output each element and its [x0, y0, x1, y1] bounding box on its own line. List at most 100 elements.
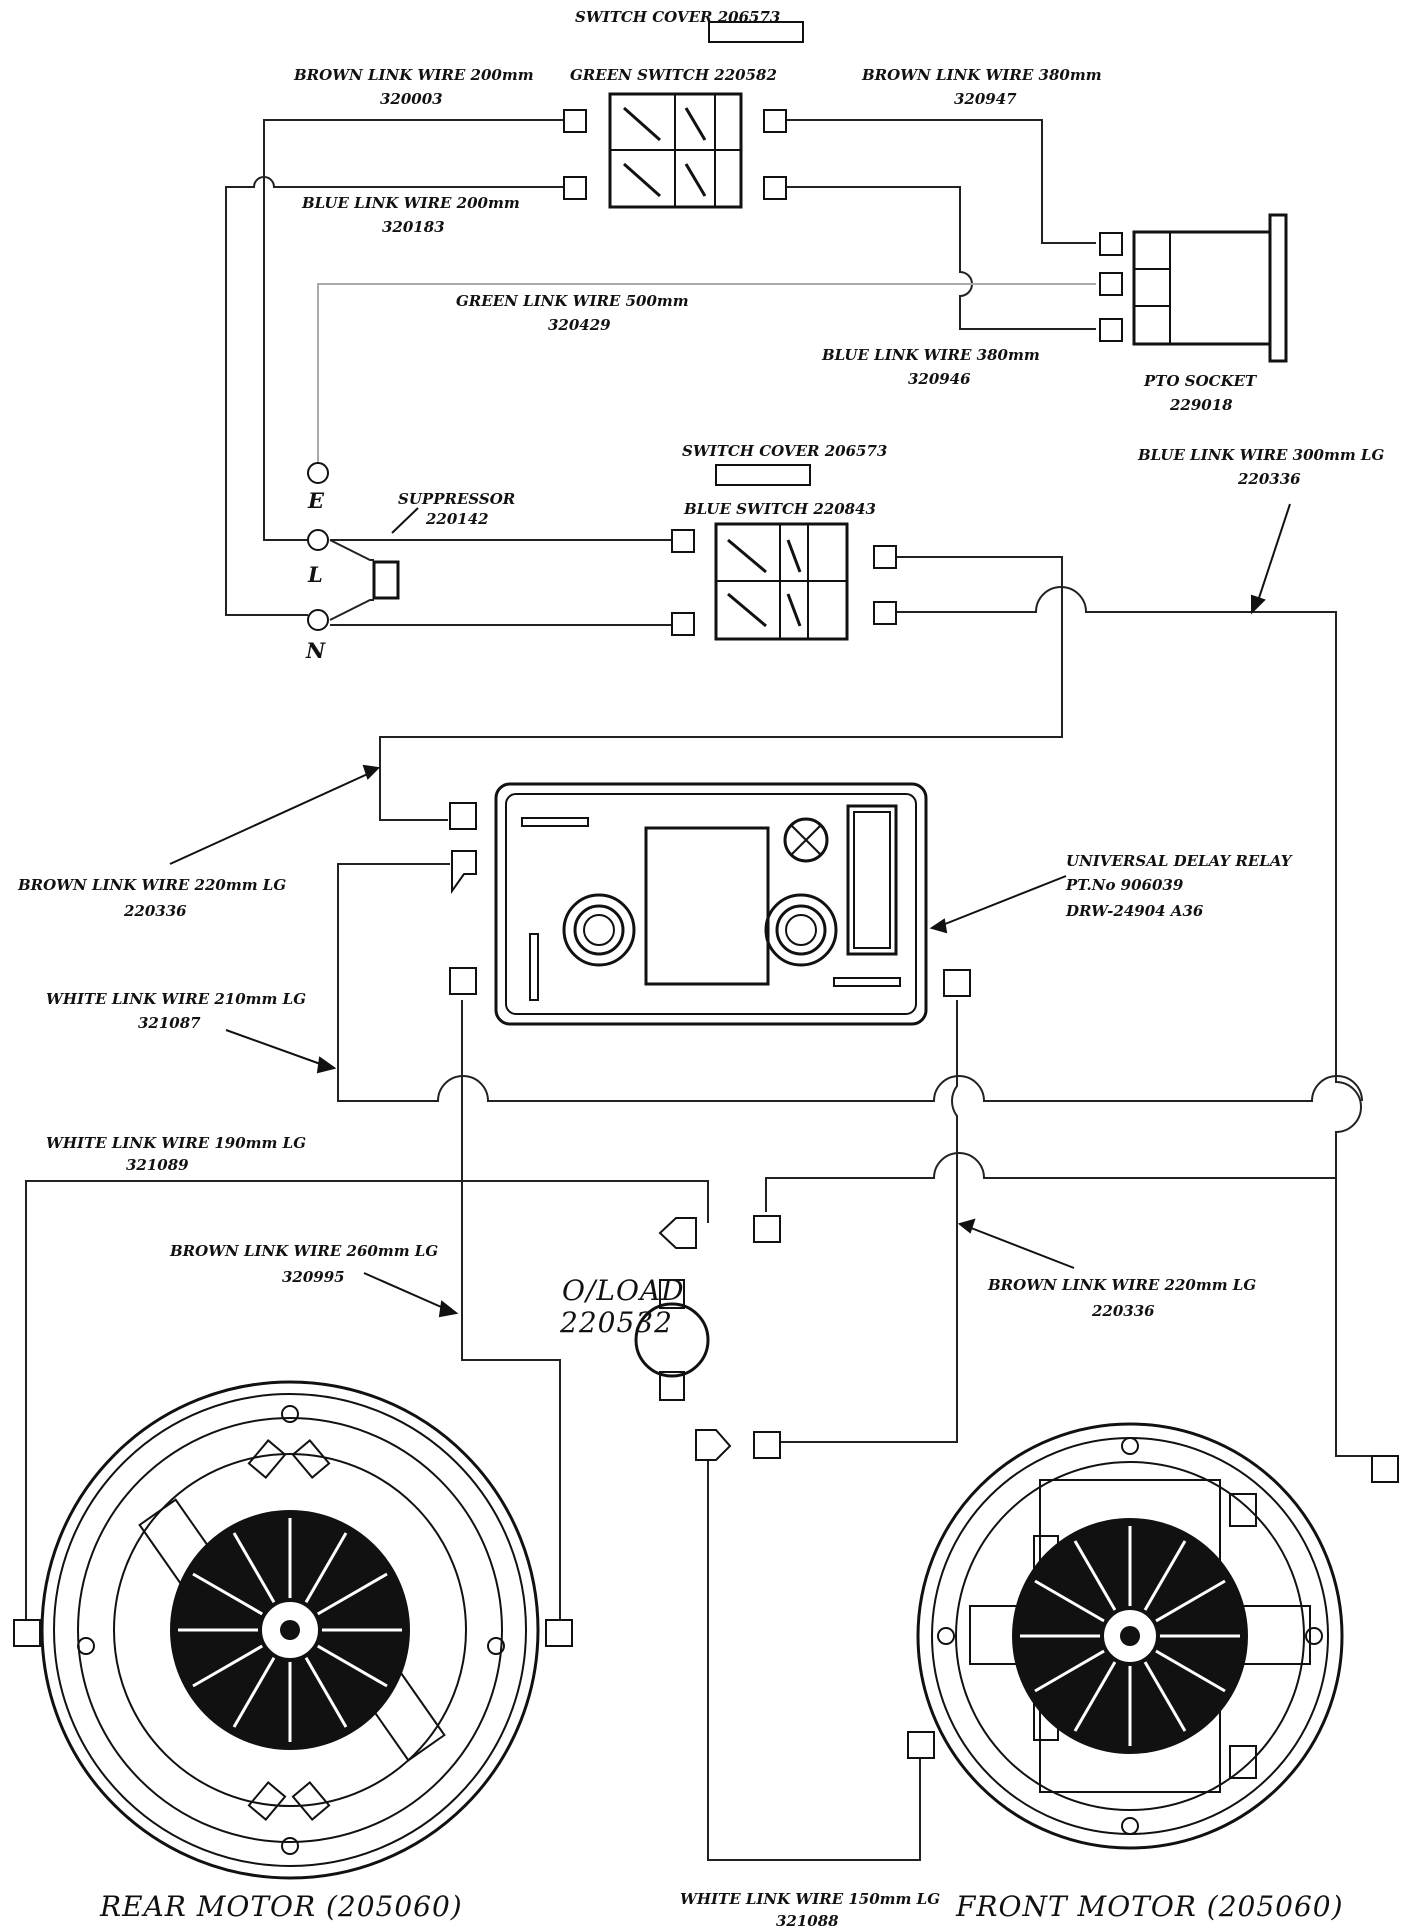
terminal	[873, 545, 897, 569]
label-relay-3: DRW-24904 A36	[1065, 902, 1204, 920]
wires	[25, 119, 1384, 1861]
wire-green-500	[317, 283, 1096, 473]
label-pto-socket: PTO SOCKET	[1143, 372, 1258, 390]
terminal	[563, 109, 587, 133]
wire-brown-260	[461, 1000, 561, 1620]
label-green-500-no: 320429	[548, 316, 611, 334]
relay-outer	[494, 782, 928, 1026]
label-brown-260: BROWN LINK WIRE 260mm LG	[169, 1242, 438, 1260]
terminal	[763, 176, 787, 200]
terminal	[1099, 318, 1123, 342]
mains-terminals	[307, 462, 419, 631]
rear-motor	[13, 1380, 573, 1880]
wire-brown-220-relay	[379, 556, 1063, 821]
wire-brown-200	[263, 119, 574, 541]
relay-pot-right	[764, 893, 838, 967]
terminal	[1099, 272, 1123, 296]
label-blue-switch: BLUE SWITCH 220843	[683, 500, 876, 518]
label-blue-200: BLUE LINK WIRE 200mm	[301, 194, 520, 212]
label-brown-260-no: 320995	[282, 1268, 345, 1286]
label-blue-300: BLUE LINK WIRE 300mm LG	[1137, 446, 1384, 464]
relay-pot-left	[562, 893, 636, 967]
terminal	[753, 1431, 781, 1459]
terminal	[763, 109, 787, 133]
terminal	[873, 601, 897, 625]
wire-white-150	[707, 1458, 921, 1861]
label-white-210: WHITE LINK WIRE 210mm LG	[46, 990, 306, 1008]
suppressor-body	[372, 560, 400, 600]
wire-suppressor	[329, 539, 374, 621]
switch-cover-top	[708, 21, 804, 43]
terminal-l	[307, 529, 329, 551]
label-suppressor-no: 220142	[425, 510, 489, 528]
terminal	[451, 850, 477, 895]
label-terminal-n: N	[305, 638, 326, 663]
label-oload-1: O/LOAD	[562, 1274, 685, 1307]
terminal	[449, 967, 477, 995]
label-switch-cover-mid: SWITCH COVER 206573	[682, 442, 887, 460]
label-green-500: GREEN LINK WIRE 500mm	[456, 292, 689, 310]
leader-arrows	[169, 503, 1291, 1318]
label-switch-cover-top: SWITCH COVER 206573	[575, 8, 780, 26]
terminal	[563, 176, 587, 200]
terminal-n	[307, 609, 329, 631]
delay-relay	[449, 782, 971, 1026]
label-relay-2: PT.No 906039	[1065, 876, 1184, 894]
terminal	[695, 1429, 732, 1461]
label-front-motor: FRONT MOTOR (205060)	[955, 1890, 1344, 1923]
overload	[634, 1215, 781, 1461]
green-switch	[563, 21, 804, 209]
terminal	[671, 612, 695, 636]
pto-socket	[1099, 213, 1288, 363]
wire-brown-380	[786, 119, 1096, 244]
terminal	[449, 802, 477, 830]
label-terminal-e: E	[307, 488, 325, 513]
label-terminal-l: L	[307, 562, 323, 587]
label-blue-380-no: 320946	[908, 370, 971, 388]
label-pto-socket-no: 229018	[1169, 396, 1233, 414]
label-white-150-no: 321088	[776, 1912, 839, 1929]
wire-brown-220-oload	[778, 1000, 958, 1443]
terminal	[545, 1619, 573, 1647]
label-relay-1: UNIVERSAL DELAY RELAY	[1066, 852, 1293, 870]
label-brown-220b-no: 220336	[1091, 1302, 1155, 1320]
terminal	[1099, 232, 1123, 256]
terminal	[1371, 1455, 1399, 1483]
label-brown-380-no: 320947	[954, 90, 1017, 108]
rear-motor-housing	[40, 1380, 540, 1880]
terminal	[671, 529, 695, 553]
pto-socket-body	[1132, 230, 1272, 346]
label-blue-300-no: 220336	[1237, 470, 1301, 488]
wire-blue-300	[896, 586, 1384, 1457]
terminal	[943, 969, 971, 997]
wire-blue-380	[786, 186, 1096, 330]
labels: SWITCH COVER 206573 GREEN SWITCH 220582 …	[17, 8, 1384, 1929]
label-brown-200: BROWN LINK WIRE 200mm	[293, 66, 534, 84]
label-brown-220a: BROWN LINK WIRE 220mm LG	[17, 876, 286, 894]
wire-white-190	[25, 1180, 709, 1622]
terminal	[658, 1217, 697, 1249]
terminal-e	[307, 462, 329, 484]
label-white-150: WHITE LINK WIRE 150mm LG	[680, 1890, 940, 1908]
label-brown-200-no: 320003	[380, 90, 443, 108]
front-motor-housing	[916, 1422, 1344, 1850]
terminal	[907, 1731, 935, 1759]
label-blue-200-no: 320183	[382, 218, 445, 236]
switch-cover-mid	[715, 464, 811, 486]
label-brown-220a-no: 220336	[123, 902, 187, 920]
relay-chip	[644, 826, 770, 986]
wire-white-210	[337, 863, 1363, 1102]
label-white-210-no: 321087	[138, 1014, 201, 1032]
terminal	[753, 1215, 781, 1243]
label-white-190: WHITE LINK WIRE 190mm LG	[46, 1134, 306, 1152]
label-suppressor: SUPPRESSOR	[398, 490, 515, 508]
wire-oload-bus	[765, 1152, 1336, 1212]
label-green-switch: GREEN SWITCH 220582	[570, 66, 777, 84]
overload-body	[634, 1302, 710, 1378]
label-brown-220b: BROWN LINK WIRE 220mm LG	[987, 1276, 1256, 1294]
label-brown-380: BROWN LINK WIRE 380mm	[861, 66, 1102, 84]
label-blue-380: BLUE LINK WIRE 380mm	[821, 346, 1040, 364]
label-oload-2: 220532	[559, 1306, 673, 1339]
